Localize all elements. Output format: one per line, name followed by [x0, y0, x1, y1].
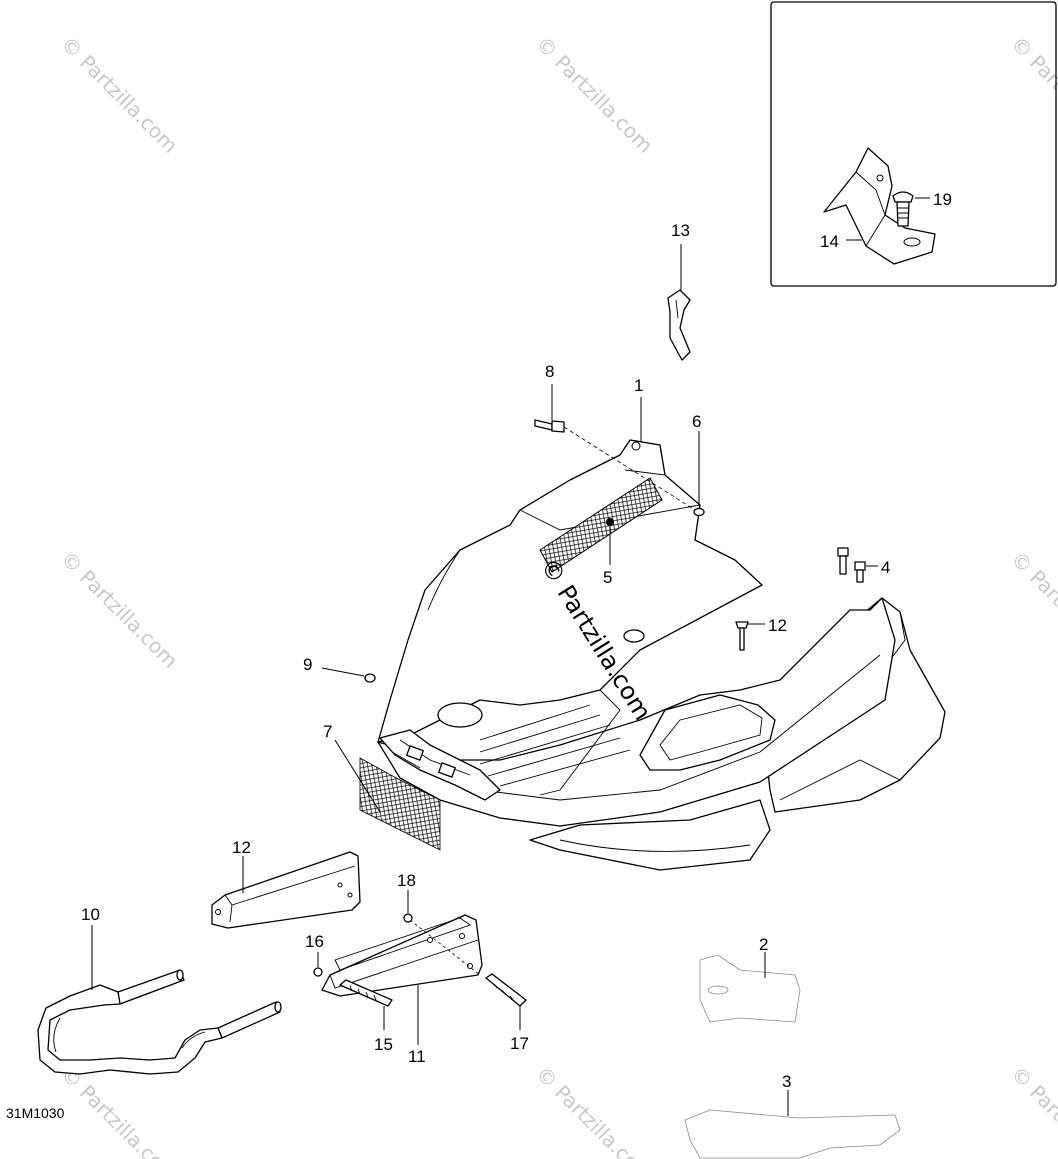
watermark: © Partzilla.com — [531, 1062, 657, 1159]
washer-6-shape — [693, 507, 705, 517]
callout-16: 16 — [305, 932, 324, 951]
nut-18-shape — [403, 913, 413, 923]
callout-14: 14 — [820, 232, 839, 251]
watermark: © Partzilla.com — [531, 32, 657, 158]
bracket-12-shape — [211, 851, 361, 929]
callout-15: 15 — [374, 1035, 393, 1054]
watermark: © Partzilla.com — [1006, 32, 1058, 158]
decal-2-shape — [699, 954, 801, 1023]
bolt-17-shape — [485, 973, 527, 1007]
callout-8: 8 — [545, 362, 554, 381]
nut-16-shape — [313, 967, 323, 977]
bottom-pan-1-shape — [377, 439, 946, 871]
bolt-15-shape — [339, 979, 393, 1007]
callout-10: 10 — [81, 905, 100, 924]
drawing-code: 31M1030 — [6, 1105, 65, 1121]
screws-4-shape — [837, 547, 866, 583]
watermark: © Partzilla.com — [56, 1062, 182, 1159]
clip-13-shape — [667, 289, 691, 361]
watermark: © Partzilla.com — [56, 547, 182, 673]
watermark: © Partzilla.com — [1006, 547, 1058, 673]
callout-1: 1 — [634, 376, 643, 395]
callout-11: 11 — [408, 1047, 426, 1066]
plug-9-shape — [364, 673, 376, 683]
callout-2: 2 — [759, 935, 768, 954]
pin-12-shape — [735, 621, 749, 651]
callout-12-pin: 12 — [768, 616, 787, 635]
callout-13: 13 — [671, 221, 690, 240]
callout-4: 4 — [881, 558, 890, 577]
mesh-5-shape — [539, 477, 663, 573]
inset-detail: 19 14 — [770, 1, 1057, 287]
watermark: © Partzilla.com — [56, 32, 182, 158]
bolt-19-shape — [892, 191, 914, 227]
callout-12-bracket: 12 — [232, 838, 251, 857]
callout-17: 17 — [510, 1034, 529, 1053]
callout-3: 3 — [782, 1072, 791, 1091]
bracket-11-shape — [321, 914, 483, 997]
callout-19: 19 — [933, 190, 952, 209]
decal-3-shape — [684, 1109, 901, 1159]
rivet-8-shape — [534, 419, 565, 433]
callout-18: 18 — [397, 871, 416, 890]
callout-5: 5 — [603, 568, 612, 587]
watermark: © Partzilla.com — [1006, 1062, 1058, 1159]
mesh-7-shape — [359, 757, 441, 851]
bracket-14-shape — [823, 147, 936, 265]
callout-7: 7 — [323, 722, 332, 741]
bumper-10-shape — [37, 969, 282, 1075]
callout-6: 6 — [692, 412, 701, 431]
callout-9: 9 — [303, 655, 312, 674]
inset-frame — [770, 1, 1057, 287]
